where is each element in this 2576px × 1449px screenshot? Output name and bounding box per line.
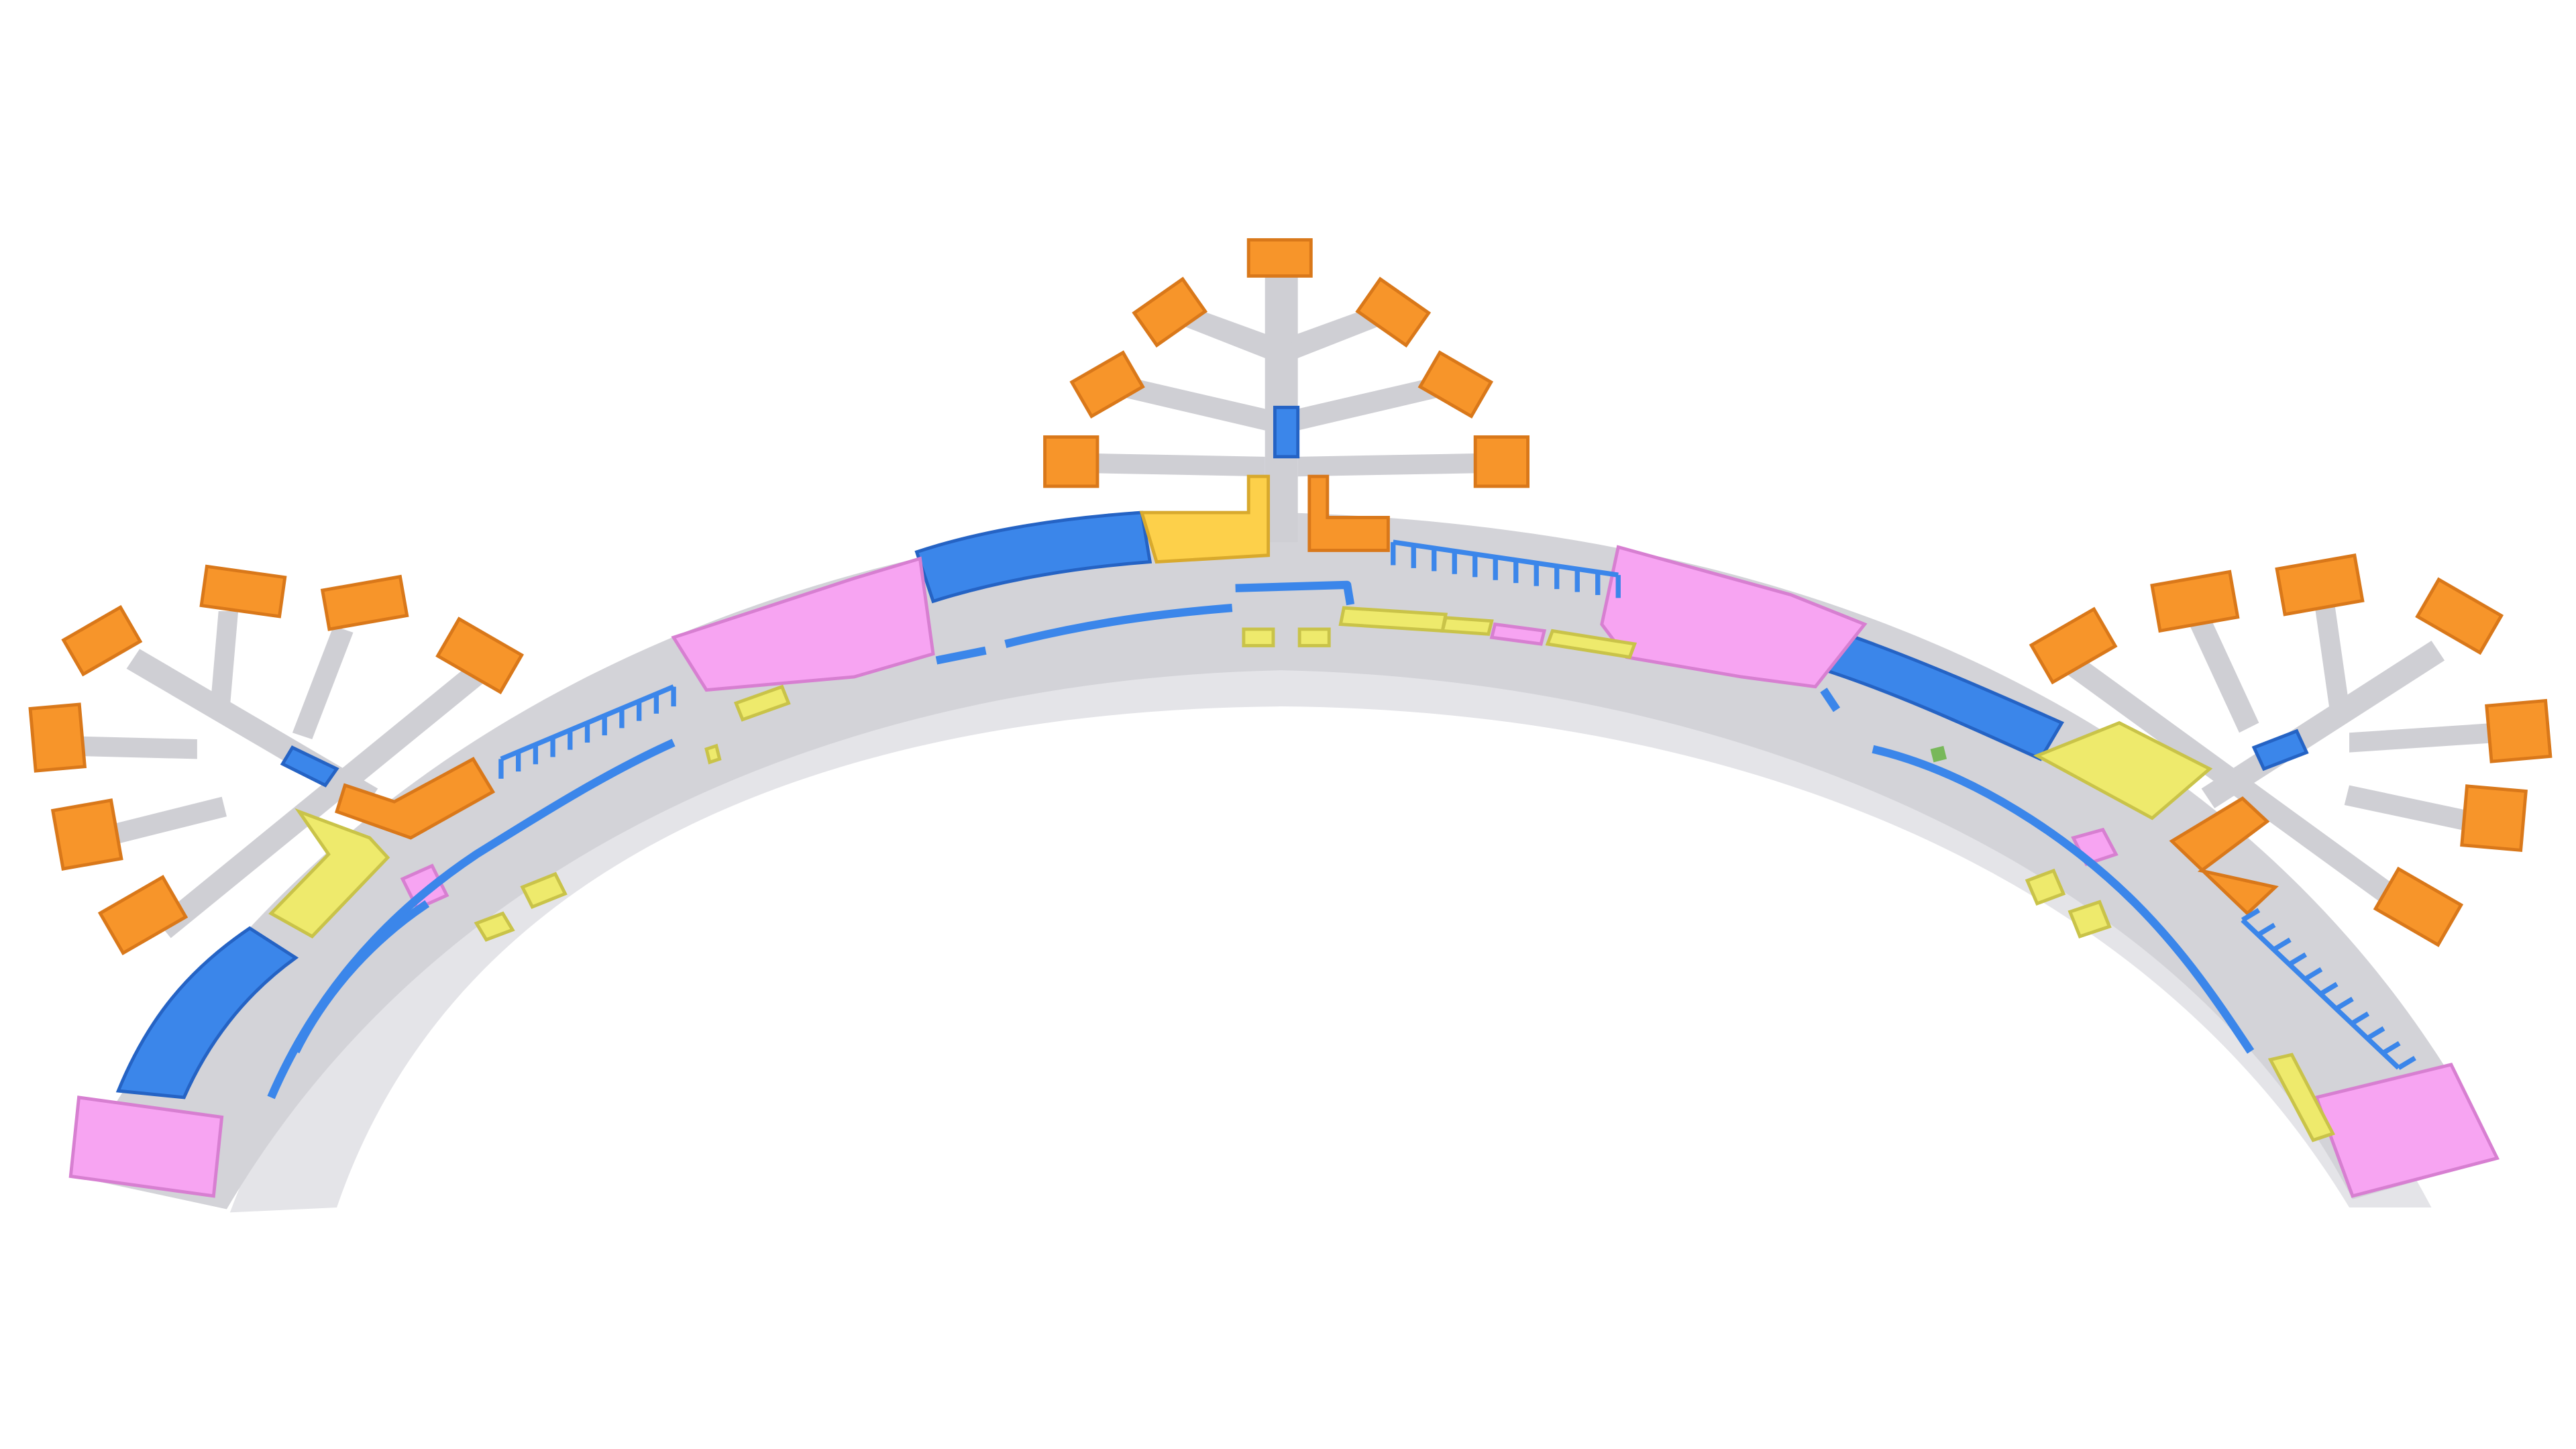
storefront-strip [935, 646, 987, 665]
jetway-tooth [2381, 1040, 2401, 1055]
retail-area [914, 511, 1152, 604]
west-walkway-branch [292, 626, 354, 740]
service-area [2267, 1053, 2336, 1142]
east-walkway-branch [2344, 785, 2481, 833]
jetway-tooth [2272, 937, 2292, 952]
gate-pod [1043, 435, 1099, 488]
storefronts [267, 580, 2255, 1099]
west-walkway-branch [210, 611, 239, 707]
gate-pod [1355, 276, 1432, 348]
info-kiosk [1273, 405, 1300, 459]
storefront-strip [1820, 688, 1841, 712]
storefront-strip [1235, 580, 1355, 606]
gate-pod [2460, 784, 2528, 853]
gate-hold-room [1307, 474, 1390, 552]
gate-pod [2029, 606, 2118, 685]
service-area [268, 808, 390, 938]
main-concourse [74, 513, 2498, 1213]
gate-pod [2415, 577, 2504, 655]
gate-pod [320, 574, 409, 631]
jetway-tooth [2257, 922, 2276, 937]
west-pier-walkway [156, 665, 483, 938]
central-walkway-branch [1110, 374, 1273, 431]
lounge [68, 1095, 224, 1198]
gate-pod [435, 616, 525, 694]
west-walkway-branch [65, 736, 197, 759]
service-area [1545, 629, 1638, 659]
jetway-tooth [2288, 952, 2308, 967]
gate-pod [50, 798, 123, 871]
gate-pod [2485, 698, 2553, 763]
lounge [1489, 622, 1547, 646]
east-pier-walkway [2057, 649, 2432, 930]
gate-pod [1417, 350, 1494, 419]
food-court [1139, 474, 1271, 564]
central-walkway-branch [1092, 453, 1265, 477]
gate-pod [97, 875, 189, 956]
service-kiosk [2025, 868, 2066, 906]
concourse-floor [74, 513, 2498, 1210]
zone-blocks [68, 405, 2500, 1198]
jetway-bar [1393, 539, 1619, 578]
gate-pod [2373, 866, 2464, 947]
gate-pod [2150, 570, 2240, 633]
jetway-tooth [2366, 1026, 2385, 1040]
jetway-tooth [2334, 996, 2354, 1011]
gate-pod [61, 604, 143, 677]
gate-pod [1132, 276, 1208, 348]
east-walkway-branch [2349, 722, 2498, 753]
central-walkway-branch [1297, 453, 1479, 477]
service-kiosk [520, 871, 568, 909]
gate-pod [1473, 435, 1529, 488]
jetway-tooth [2241, 908, 2261, 922]
storefront-strip [1872, 745, 2255, 1054]
lounge [2314, 1063, 2500, 1198]
jetway-tooth [2304, 967, 2323, 981]
service-area [733, 684, 791, 722]
service-kiosk [704, 743, 722, 765]
lounge [1600, 545, 1868, 689]
jetway-tooth [2350, 1011, 2370, 1026]
jetway-combs [498, 539, 2416, 1070]
gate-pod [1069, 350, 1145, 419]
gate-pod [28, 702, 87, 773]
info-kiosk [280, 745, 339, 788]
gate-pod [2275, 553, 2365, 616]
central-walkway-branch [1289, 374, 1452, 431]
gate-hold-room [2169, 796, 2279, 916]
east-walkway-branch [2313, 591, 2350, 710]
service-area [2033, 720, 2213, 820]
east-walkway-branch [2190, 616, 2259, 733]
service-kiosk [1297, 627, 1331, 647]
service-kiosk [2068, 900, 2112, 938]
west-walkway-branch [90, 796, 227, 850]
service-kiosk [1242, 627, 1275, 647]
gate-pod [1246, 238, 1313, 278]
storefront-strip [1004, 604, 1233, 648]
gate-pod [199, 564, 287, 619]
info-kiosk [2251, 729, 2309, 771]
jetway-tooth [2397, 1055, 2416, 1070]
lounge [671, 556, 935, 692]
info-marker [1930, 745, 1947, 763]
service-area [1440, 616, 1494, 636]
gate-hold-room [335, 757, 496, 840]
walkways [65, 262, 2498, 938]
retail-area [115, 926, 299, 1099]
service-kiosk [474, 911, 515, 942]
central-pier-walkway [1265, 262, 1298, 543]
gate-pods [28, 238, 2553, 956]
jetway-tooth [2319, 981, 2339, 996]
storefront-strip [292, 900, 430, 1054]
